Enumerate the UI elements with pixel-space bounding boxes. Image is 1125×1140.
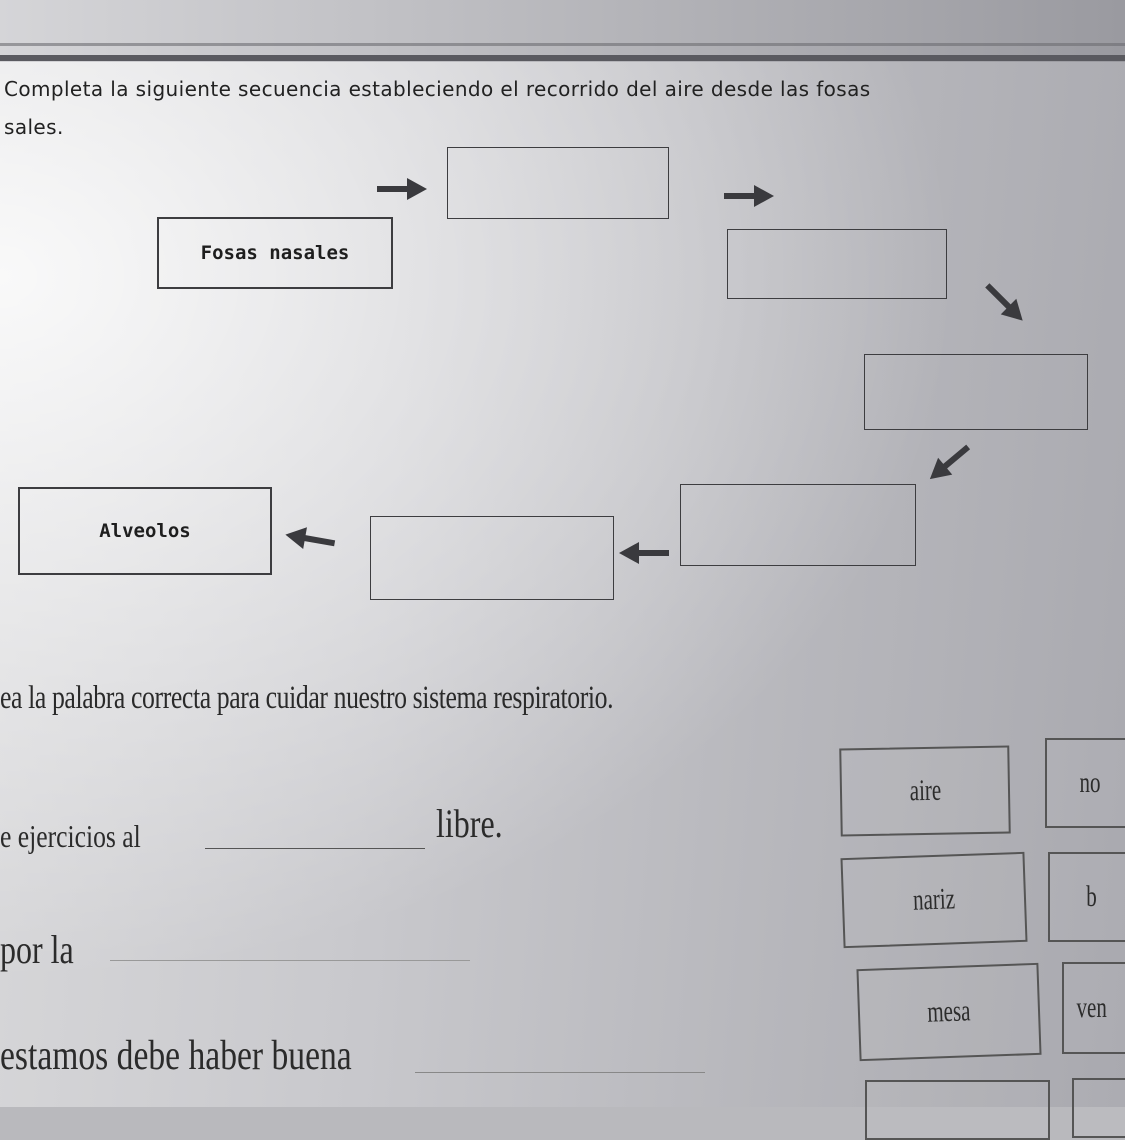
fosas-nasales-label: Fosas nasales: [200, 242, 350, 264]
word-card-partial-2: b: [1048, 852, 1125, 942]
sequence-blank-5[interactable]: [370, 516, 614, 600]
word-card-bottom-1: [865, 1080, 1050, 1140]
sentence-1-after: libre.: [436, 801, 503, 846]
fosas-nasales-box: Fosas nasales: [157, 217, 393, 289]
top-rule-faint: [0, 43, 1125, 46]
sentence-2-before: por la: [0, 927, 74, 972]
word-mesa: mesa: [926, 994, 972, 1029]
sequence-blank-3[interactable]: [864, 354, 1088, 430]
top-edge-shadow: [0, 0, 1125, 62]
sentence-3-before: estamos debe haber buena: [0, 1033, 352, 1079]
left-arrow-icon: [281, 522, 339, 557]
section2-heading: ea la palabra correcta para cuidar nuest…: [0, 680, 614, 716]
sequence-blank-2[interactable]: [727, 229, 947, 299]
word-card-partial-1: no: [1045, 738, 1125, 828]
sentence-1-blank[interactable]: [205, 848, 425, 849]
word-card-nariz: nariz: [840, 851, 1028, 949]
right-arrow-icon: [375, 176, 429, 202]
word-partial-2: b: [1086, 880, 1097, 913]
word-card-aire: aire: [839, 745, 1011, 837]
word-nariz: nariz: [912, 882, 956, 917]
instruction-line-1: Completa la siguiente secuencia establec…: [4, 77, 871, 101]
alveolos-box: Alveolos: [18, 487, 272, 575]
word-card-mesa: mesa: [856, 962, 1042, 1062]
sequence-blank-4[interactable]: [680, 484, 916, 566]
down-right-arrow-icon: [977, 275, 1034, 332]
sentence-3-blank[interactable]: [415, 1072, 705, 1073]
word-partial-3: ven: [1076, 991, 1107, 1024]
sequence-blank-1[interactable]: [447, 147, 669, 219]
top-rule: [0, 55, 1125, 61]
instruction-text: Completa la siguiente secuencia establec…: [4, 70, 1114, 146]
worksheet-page: [0, 0, 1125, 1107]
sentence-2-blank[interactable]: [110, 960, 470, 961]
down-left-arrow-icon: [920, 436, 978, 491]
instruction-line-2: sales.: [4, 115, 64, 139]
left-arrow-icon: [617, 540, 671, 566]
right-arrow-icon: [722, 183, 776, 209]
alveolos-label: Alveolos: [99, 520, 191, 542]
sentence-1-before: e ejercicios al: [0, 818, 141, 854]
word-aire: aire: [908, 773, 942, 808]
word-card-bottom-2: [1072, 1078, 1125, 1138]
word-partial-1: no: [1079, 766, 1101, 799]
word-card-partial-3: ven: [1062, 962, 1125, 1054]
